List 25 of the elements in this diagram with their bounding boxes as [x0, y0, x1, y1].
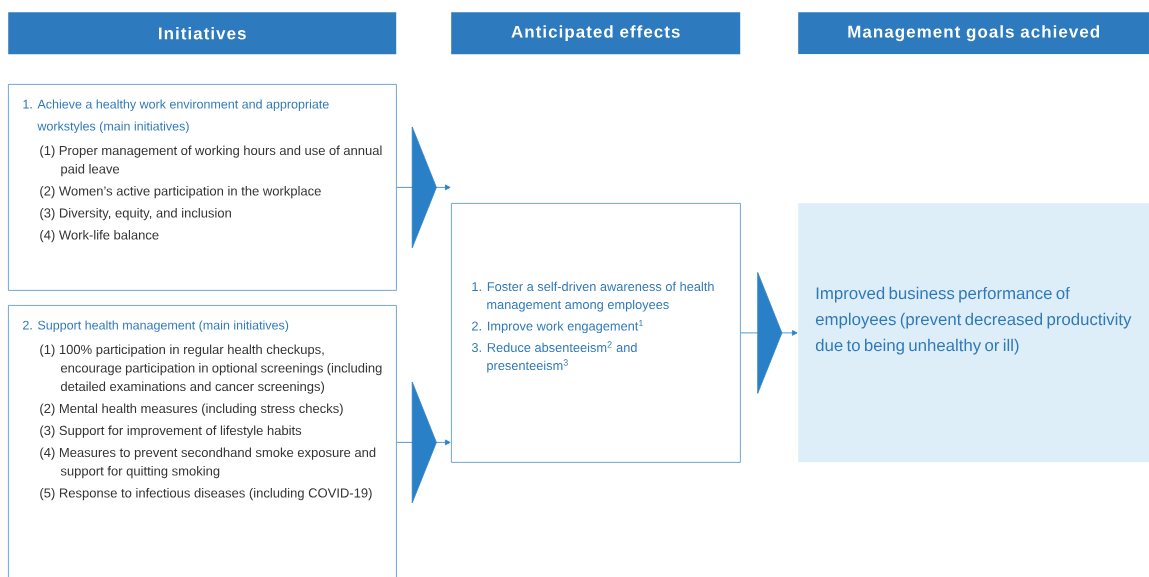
list-item: (2) Women’s active participation in the workplace — [40, 186, 321, 199]
chevron-arrow — [396, 126, 451, 249]
list-item: (1) 100% participation in regular health checkups, encourage participation in optional screenings (including detailed examinations and cancer screenings) — [40, 344, 382, 394]
initiative-box — [8, 84, 397, 291]
chevron-arrow — [740, 272, 798, 394]
list-item: (3) Support for improvement of lifestyle habits — [40, 425, 302, 438]
list-item: 2. Improve work engagement$^{1}$ — [472, 319, 643, 334]
list-item: 1. Achieve a healthy work environment and appropriate workstyles (main initiatives) — [23, 99, 329, 134]
effects-box — [451, 203, 741, 463]
list-item: (2) Mental health measures (including stress checks) — [40, 403, 343, 416]
list-item: 3. Reduce absenteeism$^{2}$ and presenteeism$^{3}$ — [471, 341, 637, 373]
goal-panel — [798, 203, 1149, 463]
list-item: (3) Diversity, equity, and inclusion — [40, 208, 231, 221]
list-item: 2. Support health management (main initiatives) — [23, 320, 289, 333]
list-item: (4) Measures to prevent secondhand smoke exposure and support for quitting smoking — [40, 447, 376, 479]
list-item: 1. Foster a self-driven awareness of health management among employees — [472, 281, 714, 312]
list-item: (1) Proper management of working hours and use of annual paid leave — [40, 145, 382, 177]
chevron-arrow — [396, 381, 451, 504]
column-header: Initiatives — [8, 12, 397, 55]
list-item: (5) Response to infectious diseases (including COVID-19) — [40, 488, 372, 501]
goal-text: Improved business performance of employees (prevent decreased productivity due to being unhealthy or ill) — [815, 286, 1132, 355]
initiative-box — [8, 305, 397, 577]
list-item: (4) Work-life balance — [40, 230, 159, 243]
column-header: Anticipated effects — [451, 12, 741, 55]
column-header: Management goals achieved — [798, 12, 1149, 55]
